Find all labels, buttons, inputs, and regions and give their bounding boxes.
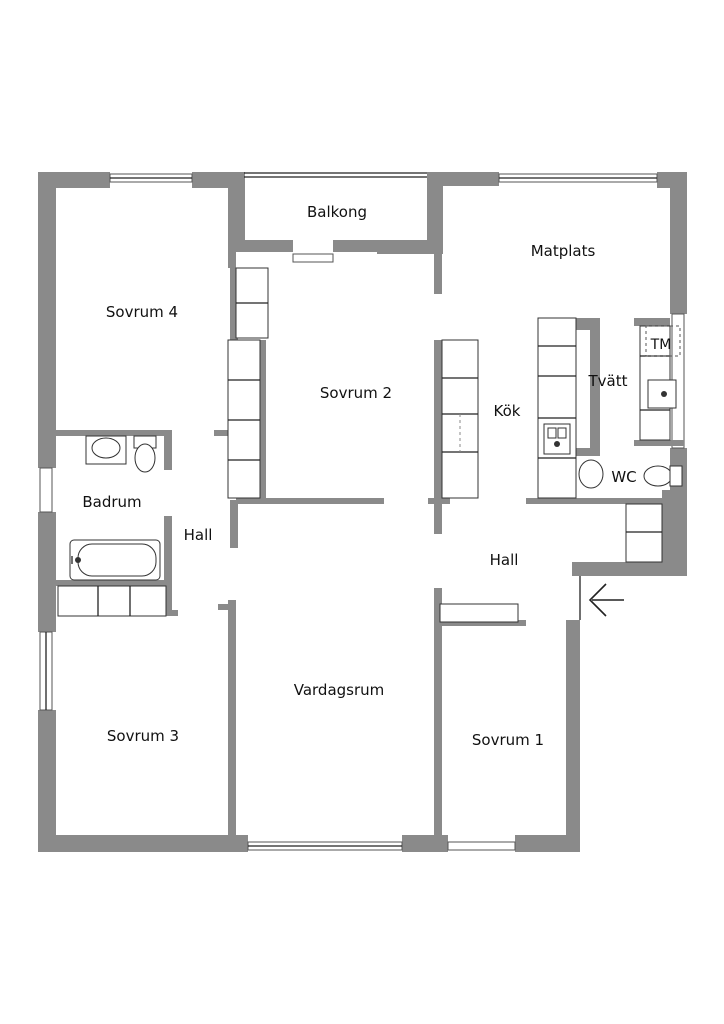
room-label-hall-west: Hall bbox=[184, 526, 213, 544]
room-label-sovrum-2: Sovrum 2 bbox=[320, 384, 392, 402]
room-label-wc: WC bbox=[611, 468, 636, 486]
arrow-left-icon bbox=[588, 583, 624, 617]
room-label-tm: TM bbox=[650, 337, 672, 353]
windows bbox=[39, 173, 685, 851]
bathroom-fixtures bbox=[69, 435, 683, 581]
room-label-vardagsrum: Vardagsrum bbox=[294, 681, 385, 699]
room-label-sovrum-3: Sovrum 3 bbox=[107, 727, 179, 745]
exterior-walls bbox=[38, 172, 687, 852]
room-label-matplats: Matplats bbox=[531, 242, 596, 260]
room-label-tvatt: Tvätt bbox=[588, 372, 628, 390]
room-label-kok: Kök bbox=[494, 402, 521, 420]
room-label-sovrum-1: Sovrum 1 bbox=[472, 731, 544, 749]
room-label-balkong: Balkong bbox=[307, 203, 367, 221]
kitchen-counter bbox=[537, 317, 681, 499]
wardrobes bbox=[57, 267, 663, 623]
room-label-hall-east: Hall bbox=[490, 551, 519, 569]
interior-walls bbox=[56, 188, 686, 852]
room-label-sovrum-4: Sovrum 4 bbox=[106, 303, 178, 321]
room-label-badrum: Badrum bbox=[82, 493, 141, 511]
